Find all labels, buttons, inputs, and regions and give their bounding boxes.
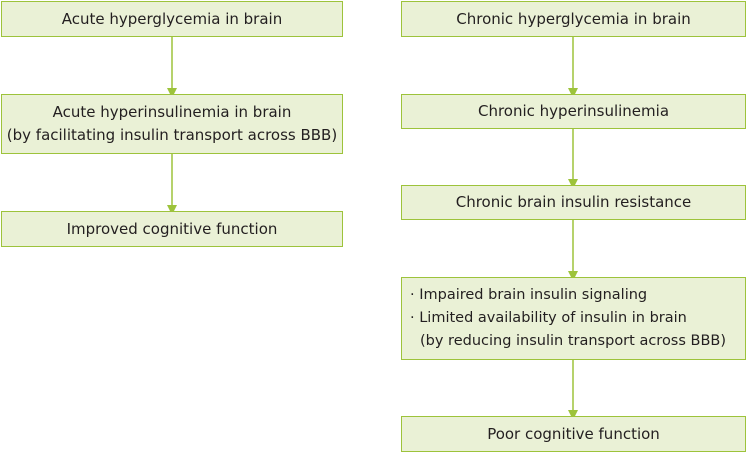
acute-hyperinsulinemia-box: Acute hyperinsulinemia in brain (by faci… (1, 94, 343, 154)
chronic-hyperglycemia-box: Chronic hyperglycemia in brain (401, 1, 746, 37)
box-line: Acute hyperglycemia in brain (61, 9, 283, 28)
impaired-insulin-signaling-box: · Impaired brain insulin signaling · Lim… (401, 277, 746, 360)
bullet-impaired-signaling: · Impaired brain insulin signaling (410, 287, 648, 303)
box-line: Improved cognitive function (66, 219, 278, 238)
box-line: Chronic brain insulin resistance (455, 193, 692, 211)
chronic-brain-insulin-resistance-box: Chronic brain insulin resistance (401, 185, 746, 220)
box-line: Chronic hyperglycemia in brain (456, 9, 691, 28)
acute-hyperglycemia-box: Acute hyperglycemia in brain (1, 1, 343, 37)
bullet-limited-availability: · Limited availability of insulin in bra… (410, 310, 687, 326)
chronic-hyperinsulinemia-box: Chronic hyperinsulinemia (401, 94, 746, 129)
improved-cognitive-function-box: Improved cognitive function (1, 211, 343, 247)
poor-cognitive-function-box: Poor cognitive function (401, 416, 746, 452)
box-line: Chronic hyperinsulinemia (477, 102, 670, 120)
box-line: Poor cognitive function (487, 424, 660, 443)
box-line: Acute hyperinsulinemia in brain (52, 103, 292, 121)
box-line: (by facilitating insulin transport acros… (6, 126, 338, 144)
bullet-note: (by reducing insulin transport across BB… (420, 333, 727, 349)
